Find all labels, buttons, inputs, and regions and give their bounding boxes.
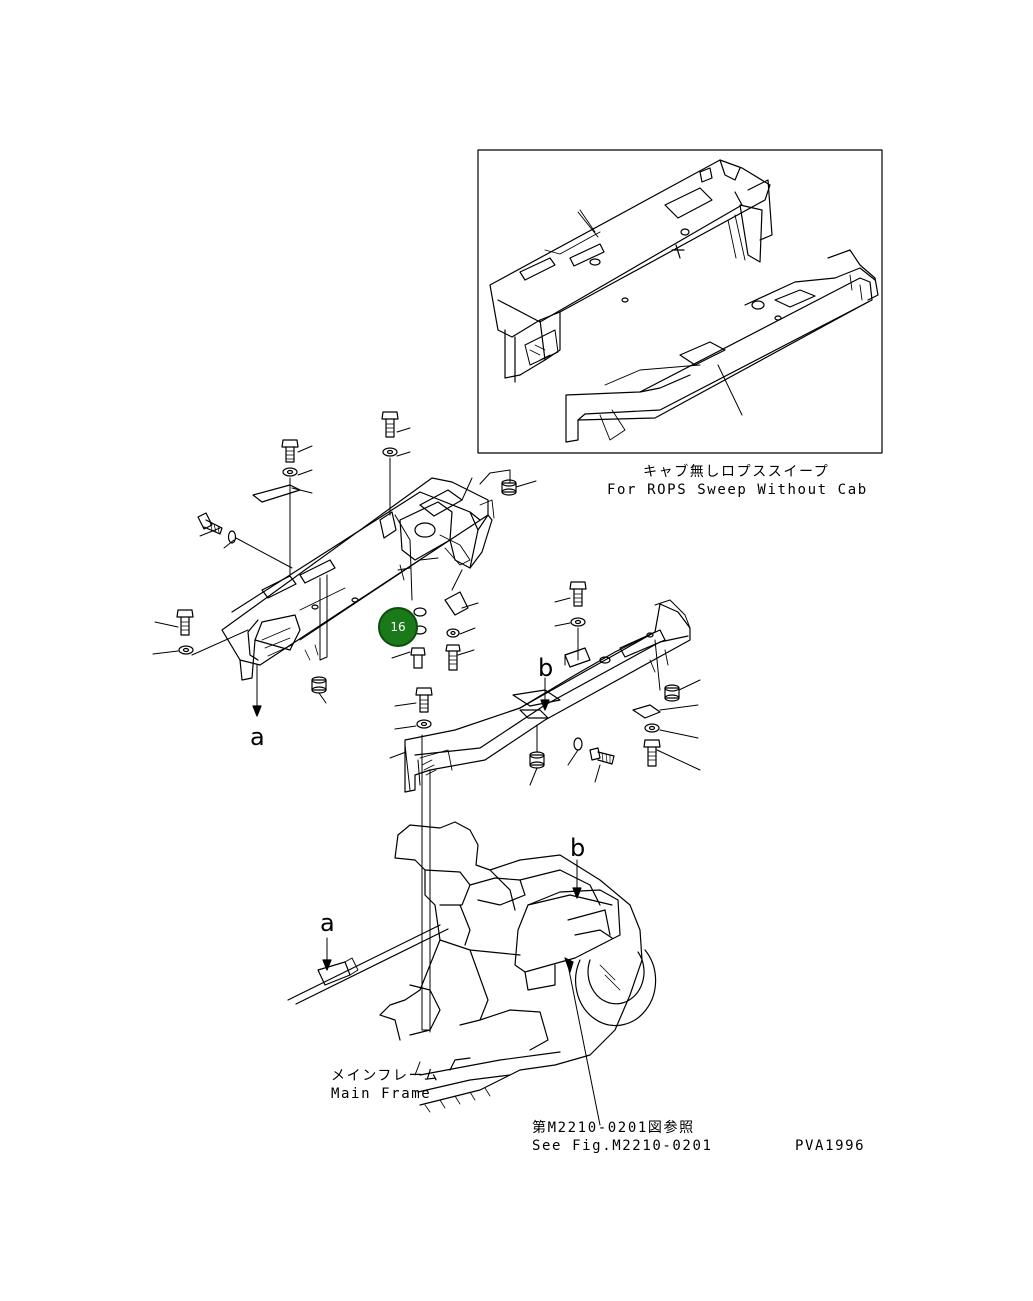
inset-lower-sweep [565, 249, 879, 443]
main-frame-label-jp: メインフレーム [331, 1068, 440, 1084]
inset-upper-sweep [489, 159, 773, 383]
main-frame-assembly [287, 734, 657, 1126]
lower-sweep-assembly [404, 599, 691, 793]
view-letter-a-lower: a [320, 909, 335, 937]
part-callout-16[interactable]: 16 [378, 607, 418, 647]
inset-caption-jp: キャブ無しロプススイープ [643, 464, 830, 480]
reference-label-jp: 第M2210-0201図参照 [532, 1120, 695, 1136]
view-letter-a-upper: a [250, 723, 265, 751]
view-letter-b-upper: b [538, 654, 554, 682]
view-letter-b-lower: b [570, 834, 586, 862]
reference-label-en: See Fig.M2210-0201 [532, 1138, 713, 1154]
drawing-id: PVA1996 [795, 1138, 866, 1154]
lower-hardware [389, 581, 701, 786]
inset-caption-en: For ROPS Sweep Without Cab [607, 482, 868, 498]
upper-sweep-assembly [221, 477, 495, 717]
upper-hardware [152, 411, 537, 704]
inset-panel [477, 149, 883, 454]
main-frame-label-en: Main Frame [331, 1086, 432, 1102]
